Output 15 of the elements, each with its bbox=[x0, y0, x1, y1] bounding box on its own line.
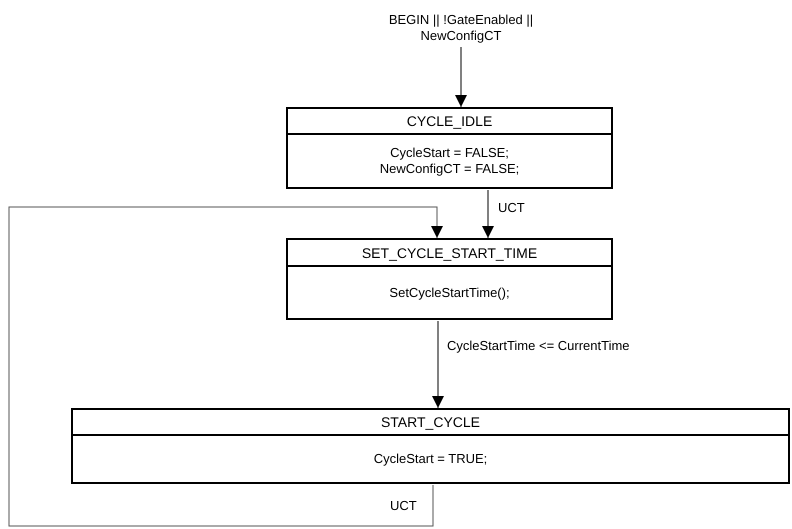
state-action: CycleStart = FALSE; NewConfigCT = FALSE; bbox=[378, 145, 520, 177]
state-name: SET_CYCLE_START_TIME bbox=[362, 244, 538, 260]
state-name: START_CYCLE bbox=[380, 414, 480, 430]
arrow bbox=[482, 190, 494, 238]
state-box bbox=[286, 238, 613, 320]
arrow bbox=[432, 320, 444, 408]
arrow bbox=[455, 46, 467, 108]
condition-text: BEGIN || !GateEnabled || NewConfigCT bbox=[380, 12, 542, 46]
state-action: CycleStart = TRUE; bbox=[374, 451, 488, 467]
arrow bbox=[8, 206, 443, 526]
state-box bbox=[71, 408, 790, 484]
state-name: CYCLE_IDLE bbox=[406, 113, 492, 129]
edge-label: CycleStartTime <= CurrentTime bbox=[446, 338, 631, 354]
state-action: SetCycleStartTime(); bbox=[389, 284, 510, 300]
state-box bbox=[286, 107, 613, 189]
